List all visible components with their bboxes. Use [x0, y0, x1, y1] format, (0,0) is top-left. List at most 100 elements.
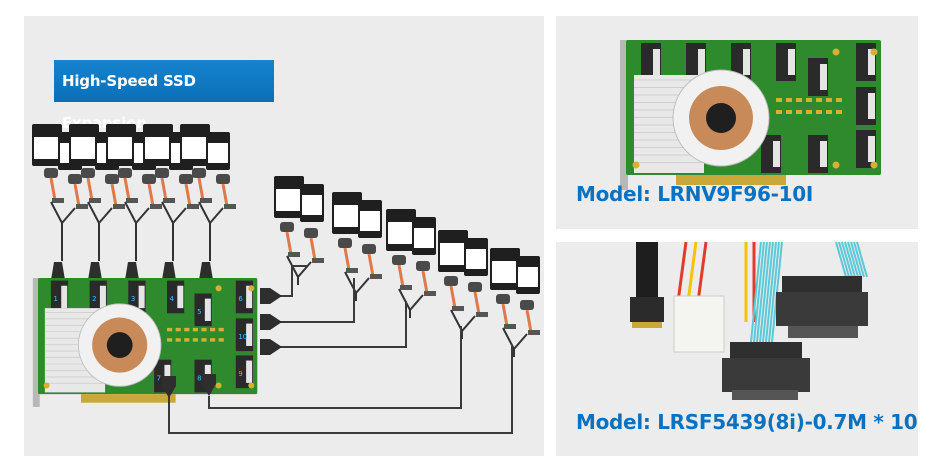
pcb-component — [836, 98, 842, 102]
power-connector — [312, 258, 324, 263]
card-model-label: Model: LRNV9F96-10I — [576, 182, 813, 206]
mount-hole — [248, 382, 255, 389]
cable-wires — [525, 309, 533, 333]
u2-connector — [392, 255, 406, 265]
slimsas-connector — [630, 297, 664, 322]
port-latch — [177, 285, 184, 309]
pcb-component — [201, 327, 207, 332]
card-bracket — [620, 40, 628, 190]
cable-wires — [309, 237, 317, 261]
port-number: 7 — [157, 374, 161, 382]
power-wire — [676, 241, 688, 303]
expansion-card-image — [620, 40, 881, 190]
cable-wires — [110, 183, 118, 207]
pcb-component — [218, 327, 224, 332]
u2-connector — [444, 276, 458, 286]
pcb-component — [218, 338, 224, 342]
data-wire — [750, 241, 762, 343]
data-wire — [759, 241, 771, 343]
cable-product-panel: Model: LRSF5439(8i)-0.7M * 10 — [556, 241, 918, 456]
pcb-component — [776, 98, 782, 102]
power-connector — [476, 312, 488, 317]
pcb-component — [836, 110, 842, 114]
u2-connector — [362, 244, 376, 254]
port-latch — [653, 49, 660, 75]
port-number: 2 — [92, 295, 96, 303]
port-latch — [868, 136, 875, 162]
slimsas-plug — [260, 314, 282, 330]
y-cable — [502, 327, 528, 357]
pcb-component — [786, 110, 792, 114]
power-wire — [686, 241, 698, 303]
mount-hole — [870, 161, 878, 169]
cable-wires — [501, 303, 509, 327]
cable-wires — [184, 183, 192, 207]
cable-route — [168, 346, 513, 434]
pcb-component — [192, 327, 198, 332]
cable-wires — [147, 183, 155, 207]
pcb-component — [210, 338, 216, 342]
y-cable — [87, 201, 113, 261]
port-latch — [773, 141, 780, 167]
y-cable — [198, 201, 224, 261]
pcb-component — [184, 327, 190, 332]
y-cable — [50, 201, 76, 261]
power-connector — [163, 198, 175, 203]
sff8639-connector — [776, 292, 868, 326]
ssd-label — [71, 137, 97, 159]
port-number: 5 — [197, 308, 201, 316]
port-latch — [698, 49, 705, 75]
power-connector — [504, 324, 516, 329]
sff8639-pins — [732, 390, 798, 400]
port-latch — [820, 64, 827, 90]
data-wire — [844, 241, 856, 278]
u2-connector — [216, 174, 230, 184]
cable-route — [279, 278, 355, 323]
mount-hole — [870, 48, 878, 56]
power-connector — [187, 204, 199, 209]
port-number: 6 — [238, 295, 242, 303]
power-connector — [288, 252, 300, 257]
mount-hole — [832, 48, 840, 56]
port-latch — [138, 285, 145, 309]
cable-wires — [160, 177, 168, 201]
port-number: 9 — [238, 370, 242, 378]
cable-route — [279, 301, 407, 348]
sff8639-connector — [722, 358, 810, 392]
pcb-component — [786, 98, 792, 102]
ssd-label — [388, 222, 414, 244]
mount-hole — [632, 161, 640, 169]
u2-connector — [118, 168, 132, 178]
cable-wires — [473, 291, 481, 315]
slimsas-plug — [202, 374, 216, 396]
ssd-label — [302, 195, 322, 215]
ssd-label — [466, 249, 486, 269]
u2-connector — [520, 300, 534, 310]
pcie-gold-fingers — [81, 394, 176, 403]
u2-connector — [155, 168, 169, 178]
port-latch — [868, 49, 875, 75]
pcb-component — [175, 338, 181, 342]
mount-hole — [215, 382, 222, 389]
cable-wires — [285, 231, 293, 255]
power-connector — [224, 204, 236, 209]
ssd-label — [145, 137, 171, 159]
u2-connector — [179, 174, 193, 184]
y-cable — [161, 201, 187, 261]
sff8639-housing — [782, 276, 862, 296]
pcb-component — [826, 110, 832, 114]
data-wire — [765, 241, 777, 343]
slimsas-plug — [260, 288, 282, 304]
cable-wires — [449, 285, 457, 309]
mount-hole — [832, 161, 840, 169]
u2-connector — [496, 294, 510, 304]
data-wire — [856, 241, 868, 278]
power-connector — [89, 198, 101, 203]
port-latch — [788, 49, 795, 75]
cable-wires — [86, 177, 94, 201]
ssd-label — [276, 189, 302, 211]
cable-wires — [397, 264, 405, 288]
card-product-panel: Model: LRNV9F96-10I — [556, 16, 918, 229]
cable-wires — [73, 183, 81, 207]
cable-wires — [197, 177, 205, 201]
